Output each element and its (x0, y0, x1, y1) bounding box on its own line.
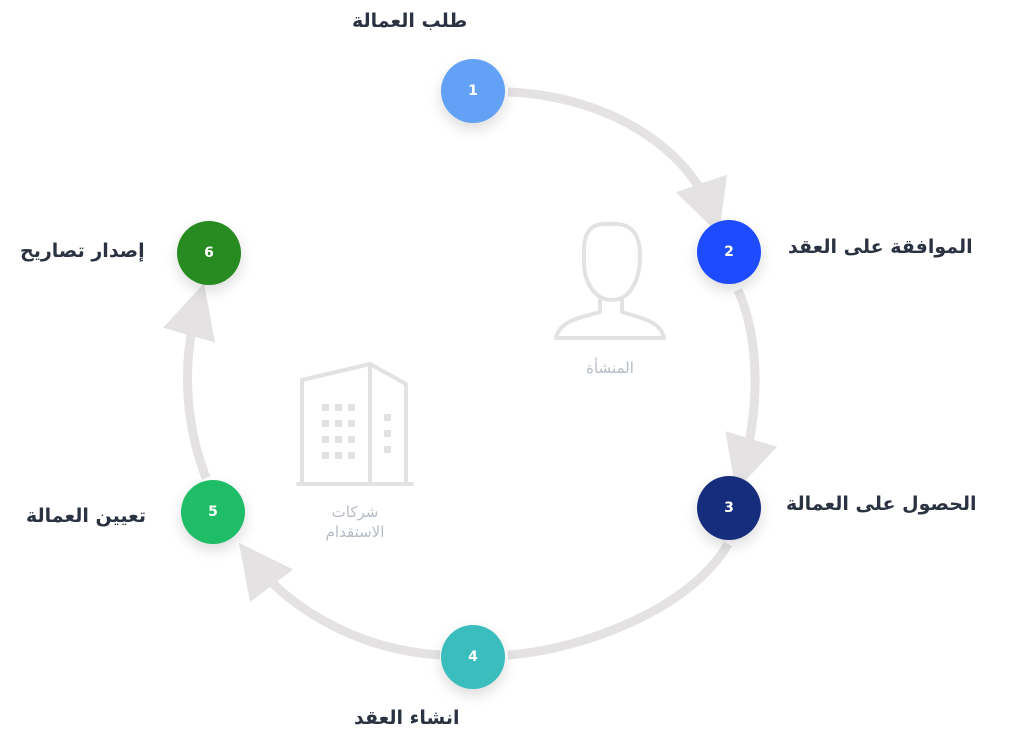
connector-1-to-2 (507, 87, 727, 235)
step-1-label: طلب العمالة (352, 10, 468, 32)
connector-2-to-3 (725, 288, 778, 491)
step-6-circle: 6 (177, 221, 241, 285)
step-3-circle: 3 (697, 476, 761, 540)
step-5-circle: 5 (181, 480, 245, 544)
recruitment-label-line-2: الاستقدام (325, 523, 385, 541)
office-building-icon (296, 362, 414, 486)
step-4-circle: 4 (441, 625, 505, 689)
step-6-label: إصدار تصاريح (20, 240, 145, 262)
person-silhouette-icon (554, 221, 666, 340)
step-2-circle: 2 (697, 220, 761, 284)
recruitment-label-line-1: شركات (331, 503, 379, 521)
connector-6-to-1 (232, 92, 440, 222)
recruitment-companies-label: شركات الاستقدام (300, 502, 410, 542)
step-2-label: الموافقة على العقد (788, 236, 973, 258)
step-4-label: انشاء العقد (354, 707, 460, 729)
connector-5-to-6 (163, 283, 216, 480)
connector-3-to-4 (507, 541, 732, 660)
step-5-label: تعيين العمالة (26, 505, 146, 527)
step-3-label: الحصول على العمالة (786, 493, 977, 515)
step-1-circle: 1 (441, 59, 505, 123)
facility-label: المنشأة (586, 359, 634, 377)
connector-4-to-5 (238, 542, 441, 660)
